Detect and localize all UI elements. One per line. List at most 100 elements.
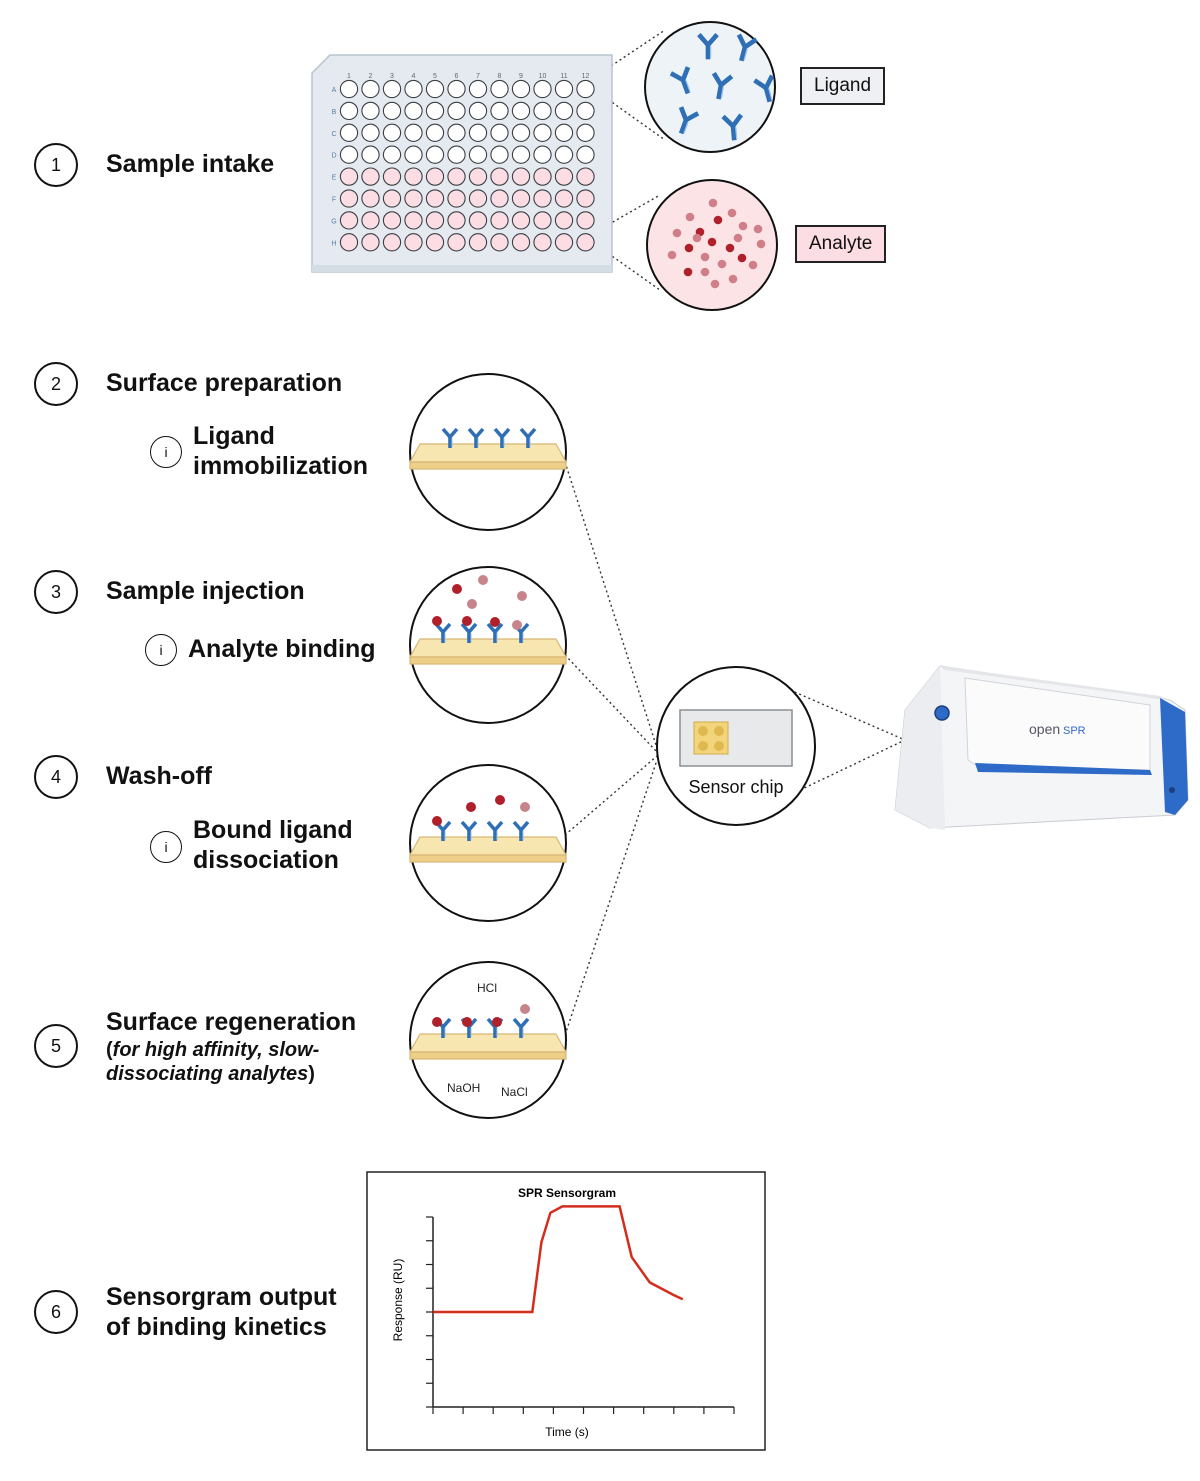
plate-well xyxy=(361,233,380,252)
plate-well xyxy=(511,79,531,99)
step-4-number: 4 xyxy=(34,755,78,799)
plate-well xyxy=(447,189,466,208)
plate-well xyxy=(468,79,488,99)
plate-well xyxy=(339,211,359,230)
chart-title: SPR Sensorgram xyxy=(518,1186,616,1200)
step-2-number: 2 xyxy=(34,362,78,406)
note-open-paren: ( xyxy=(106,1039,113,1061)
step-1-number: 1 xyxy=(34,143,78,187)
plate-well xyxy=(447,145,466,164)
analyte-particle xyxy=(753,224,763,234)
plate-col-label: 7 xyxy=(476,73,480,80)
connector-lines xyxy=(564,29,906,1036)
plate-well xyxy=(490,211,509,230)
plate-well xyxy=(382,211,402,230)
plate-well xyxy=(425,79,445,99)
plate-well xyxy=(511,145,531,164)
analyte-particle xyxy=(708,198,718,208)
plate-well xyxy=(468,167,488,186)
plate-row-label: D xyxy=(331,153,336,160)
plate-row-label: G xyxy=(331,218,336,225)
plate-well xyxy=(468,233,488,252)
plate-well xyxy=(382,145,402,164)
plate-well xyxy=(404,189,423,208)
plate-well xyxy=(339,233,359,252)
analyte-particle xyxy=(725,243,735,253)
plate-well xyxy=(361,123,380,142)
plate-well xyxy=(490,189,509,208)
plate-well xyxy=(425,101,445,121)
plate-well xyxy=(554,167,574,186)
plate-well xyxy=(339,123,359,142)
plate-col-label: 2 xyxy=(369,73,373,80)
analyte-particle xyxy=(692,233,702,243)
plate-well xyxy=(468,145,488,164)
analyte-zoom-circle xyxy=(646,179,778,311)
brand-spr: SPR xyxy=(1063,725,1086,737)
plate-well xyxy=(361,101,380,121)
analyte-particle xyxy=(683,267,693,277)
plate-well xyxy=(404,233,423,252)
analyte-particle xyxy=(737,253,747,263)
analyte-tag: Analyte xyxy=(795,225,887,263)
step-5-title: Surface regeneration xyxy=(106,1008,357,1036)
plate-well xyxy=(468,189,488,208)
plate-well xyxy=(554,145,574,164)
plate-well xyxy=(511,189,531,208)
plate-well xyxy=(490,123,509,142)
plate-well xyxy=(468,211,488,230)
plate-well xyxy=(511,123,531,142)
plate-well xyxy=(425,211,445,230)
plate-well xyxy=(490,79,509,99)
plate-well xyxy=(576,189,595,208)
step-4-info-icon: i xyxy=(150,831,182,863)
plate-row-label: B xyxy=(332,109,337,116)
step-4-sub-line2: dissociation xyxy=(193,846,339,874)
plate-well xyxy=(447,101,466,121)
plate-well xyxy=(382,123,402,142)
step-3-number: 3 xyxy=(34,570,78,614)
sensorgram-chart: SPR Sensorgram Time (s) Response (RU) xyxy=(366,1171,766,1451)
plate-col-label: 6 xyxy=(455,73,459,80)
analyte-particle xyxy=(717,259,727,269)
step-2-title: Surface preparation xyxy=(106,369,343,397)
plate-well xyxy=(382,101,402,121)
step-3-info-icon: i xyxy=(145,634,177,666)
plate-well xyxy=(447,79,466,99)
step-4-sub-line1: Bound ligand xyxy=(193,816,353,844)
plate-well xyxy=(554,79,574,99)
analyte-particle xyxy=(707,237,717,247)
chart-ylabel: Response (RU) xyxy=(391,1259,405,1342)
plate-well xyxy=(511,233,531,252)
plate-well xyxy=(425,167,445,186)
plate-well xyxy=(339,167,359,186)
plate-well xyxy=(404,123,423,142)
analyte-particle xyxy=(727,208,737,218)
plate-well xyxy=(533,123,552,142)
plate-well xyxy=(533,101,552,121)
plate-well xyxy=(404,101,423,121)
plate-well xyxy=(533,145,552,164)
plate-wells xyxy=(339,79,595,252)
step-2-sub-line2: immobilization xyxy=(193,452,368,480)
plate-well xyxy=(576,101,595,121)
step-6-title-line2: of binding kinetics xyxy=(106,1313,327,1341)
plate-well xyxy=(511,211,531,230)
dissociation-circle xyxy=(409,764,567,922)
plate-well xyxy=(361,145,380,164)
nacl-label: NaCl xyxy=(501,1085,528,1099)
plate-col-label: 9 xyxy=(519,73,523,80)
plate-well xyxy=(339,189,359,208)
plate-well xyxy=(511,101,531,121)
step-4-title: Wash-off xyxy=(106,762,212,790)
step-2-sub-line1: Ligand xyxy=(193,422,275,450)
regeneration-circle: HCl NaOH NaCl xyxy=(409,961,567,1119)
plate-col-label: 5 xyxy=(433,73,437,80)
plate-well xyxy=(404,167,423,186)
plate-col-label: 11 xyxy=(560,73,567,80)
hcl-label: HCl xyxy=(477,981,497,995)
step-3-sub-line1: Analyte binding xyxy=(188,635,376,663)
plate-well xyxy=(468,101,488,121)
